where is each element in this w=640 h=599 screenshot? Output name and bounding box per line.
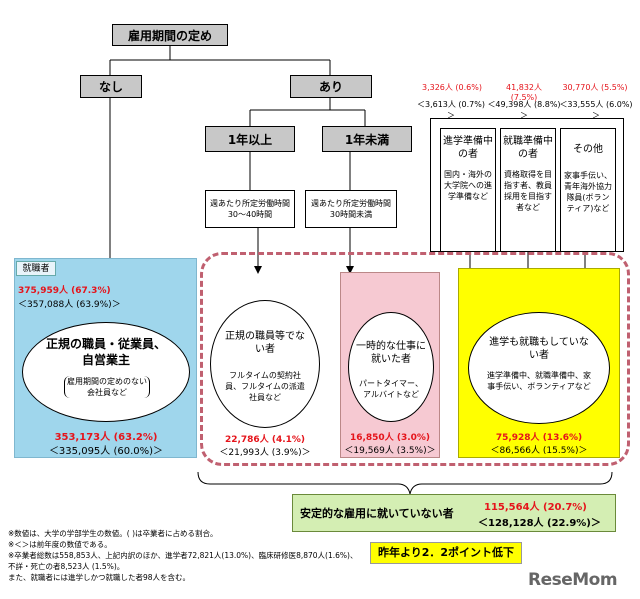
none-box: なし [80, 75, 142, 98]
employed-tag: 就職者 [16, 261, 56, 276]
none-label: なし [98, 80, 123, 94]
neither-title: 進学も就職もしていない者 [489, 337, 589, 361]
temporary-ellipse [348, 312, 434, 422]
regular-employee-sub: 雇用期間の定めのない会社員など [64, 376, 150, 398]
hours-under-30-line1: 週あたり所定労働時間 [311, 199, 391, 208]
regular-employee-title-line1: 正規の職員・従業員、 [45, 337, 166, 351]
temporary-sub: パートタイマー、アルバイトなど [359, 379, 423, 399]
other-title: その他 [573, 144, 603, 155]
yes-label: あり [318, 80, 343, 94]
nonregular-prev: ＜21,993人 (3.9%)＞ [219, 448, 311, 458]
other-prev: ＜33,555人 (6.0%)＞ [559, 100, 633, 120]
prep-study-prev: ＜3,613人 (0.7%)＞ [416, 100, 485, 120]
regular-employee-title-line2: 自営業主 [81, 353, 130, 367]
under-one-year-label: 1年未満 [344, 132, 390, 147]
unstable-label: 安定的な雇用に就いていない者 [300, 507, 454, 520]
other-desc: 家事手伝い、青年海外協力隊員(ボランティア)など [564, 171, 612, 213]
nonregular-sub: フルタイムの契約社員、フルタイムの派遣社員など [225, 371, 305, 402]
over-one-year-label: 1年以上 [227, 132, 273, 147]
prep-job-prev: ＜49,398人 (8.8%)＞ [487, 100, 561, 120]
resemom-watermark: ReseMom [528, 570, 618, 590]
other-count: 30,770人 (5.5%) [562, 83, 628, 92]
nonregular-value: 22,786人 (4.1%) [224, 435, 306, 445]
regular-employee-title: 正規の職員・従業員、 自営業主 [30, 336, 182, 368]
hours-30-40-box: 週あたり所定労働時間 30～40時間 [205, 190, 295, 228]
prep-job-title: 就職準備中の者 [503, 136, 553, 160]
employed-total-prev: ＜357,088人 (63.9%)＞ [18, 300, 121, 310]
footnote-1: ※数値は、大学の学部学生の数値。( )は卒業者に占める割合。 [8, 529, 218, 538]
under-one-year-box: 1年未満 [322, 126, 412, 152]
temporary-value: 16,850人 (3.0%) [349, 433, 431, 443]
employment-period-label: 雇用期間の定め [127, 28, 212, 43]
footnote-3: ※卒業者総数は558,853人、上記内訳のほか、進学者72,821人(13.0%… [8, 551, 358, 560]
neither-value: 75,928人 (13.6%) [495, 433, 583, 443]
prep-study-title: 進学準備中の者 [443, 136, 493, 160]
unstable-dashed-group [200, 252, 630, 466]
unstable-prev: ＜128,128人 (22.9%)＞ [478, 518, 601, 529]
footnote-5: また、就職者には進学しかつ就職した者98人を含む。 [8, 573, 191, 582]
footnotes: ※数値は、大学の学部学生の数値。( )は卒業者に占める割合。 ※＜＞は前年度の数… [8, 528, 358, 583]
neither-prev: ＜86,566人 (15.5%)＞ [490, 446, 588, 456]
prep-job-box: 就職準備中の者 資格取得を目指す者、教員採用を目指す者など [500, 128, 556, 252]
prep-study-desc: 国内・海外の大学院への進学準備など [444, 170, 492, 201]
change-badge: 昨年より2．2ポイント低下 [370, 542, 522, 564]
footnote-4: 不詳・死亡の者8,523人 (1.5%)。 [8, 562, 125, 571]
regular-employee-value: 353,173人 (63.2%) [54, 432, 158, 443]
hours-30-40-line2: 30～40時間 [227, 210, 273, 219]
yes-box: あり [290, 75, 372, 98]
employment-period-box: 雇用期間の定め [112, 24, 228, 46]
hours-under-30-box: 週あたり所定労働時間 30時間未満 [305, 190, 397, 228]
neither-sub: 進学準備中、就職準備中、家事手伝い、ボランティアなど [487, 371, 591, 391]
neither-ellipse [468, 312, 610, 424]
temporary-prev: ＜19,569人 (3.5%)＞ [344, 446, 436, 456]
nonregular-title: 正規の職員等でない者 [225, 331, 305, 355]
over-one-year-box: 1年以上 [205, 126, 295, 152]
regular-employee-prev: ＜335,095人 (60.0%)＞ [48, 446, 164, 457]
temporary-title: 一時的な仕事に就いた者 [356, 341, 426, 365]
regular-employee-ellipse [22, 322, 190, 422]
prep-study-count: 3,326人 (0.6%) [421, 83, 482, 92]
unstable-value: 115,564人 (20.7%) [484, 502, 587, 513]
other-box: その他 家事手伝い、青年海外協力隊員(ボランティア)など [560, 128, 616, 252]
prep-job-count: 41,832人 (7.5%) [506, 83, 542, 102]
footnote-2: ※＜＞は前年度の数値である。 [8, 540, 112, 549]
unstable-summary-box [292, 494, 616, 532]
hours-30-40-line1: 週あたり所定労働時間 [210, 199, 290, 208]
prep-study-box: 進学準備中の者 国内・海外の大学院への進学準備など [440, 128, 496, 252]
hours-under-30-line2: 30時間未満 [329, 210, 373, 219]
prep-job-desc: 資格取得を目指す者、教員採用を目指す者など [504, 170, 552, 212]
nonregular-ellipse [210, 300, 320, 428]
employed-total: 375,959人 (67.3%) [18, 286, 111, 296]
